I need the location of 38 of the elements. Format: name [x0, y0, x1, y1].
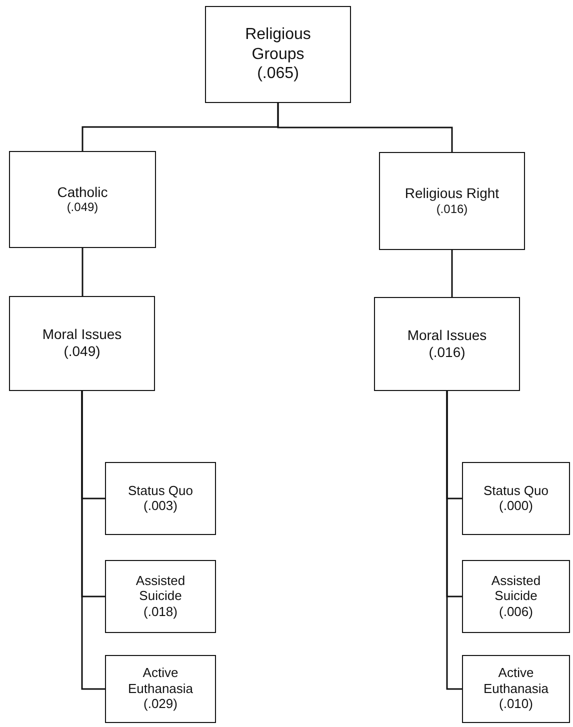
node-box: [462, 655, 570, 723]
node-title: Catholic: [57, 184, 108, 200]
node-box: [379, 152, 525, 250]
node-value: (.003): [144, 498, 178, 514]
node-title: Religious Groups: [244, 25, 312, 64]
node-value: (.016): [428, 344, 466, 362]
node-box: [462, 560, 570, 633]
node-title: Status Quo: [483, 482, 549, 498]
node-box: [105, 655, 216, 723]
node-title: Status Quo: [128, 482, 194, 498]
node-box: [9, 296, 155, 391]
node-title: Religious Right: [404, 185, 500, 202]
node-value: (.029): [144, 696, 178, 713]
node-title: Moral Issues: [407, 326, 487, 344]
node-box: [105, 462, 216, 535]
node-value: (.049): [66, 200, 98, 216]
connector-line: [81, 391, 105, 690]
node-box: [105, 560, 216, 633]
connector-line: [82, 248, 84, 296]
node-value: (.065): [257, 64, 299, 84]
node-value: (.016): [436, 202, 468, 217]
node-box: [374, 297, 520, 391]
node-title: Moral Issues: [42, 326, 122, 344]
node-value: (.000): [499, 498, 533, 514]
node-box: [9, 151, 156, 248]
node-box: [205, 6, 351, 103]
node-value: (.010): [499, 696, 533, 713]
node-title: Active Euthanasia: [126, 665, 194, 696]
connector-line: [277, 103, 453, 152]
node-value: (.049): [64, 343, 100, 361]
connector-line: [446, 391, 462, 690]
node-title: Active Euthanasia: [482, 665, 550, 696]
node-value: (.006): [499, 604, 533, 620]
node-box: [462, 462, 570, 535]
node-title: Assisted Suicide: [490, 572, 542, 604]
node-value: (.018): [144, 604, 178, 620]
node-title: Assisted Suicide: [134, 572, 186, 604]
connector-line: [451, 250, 453, 297]
